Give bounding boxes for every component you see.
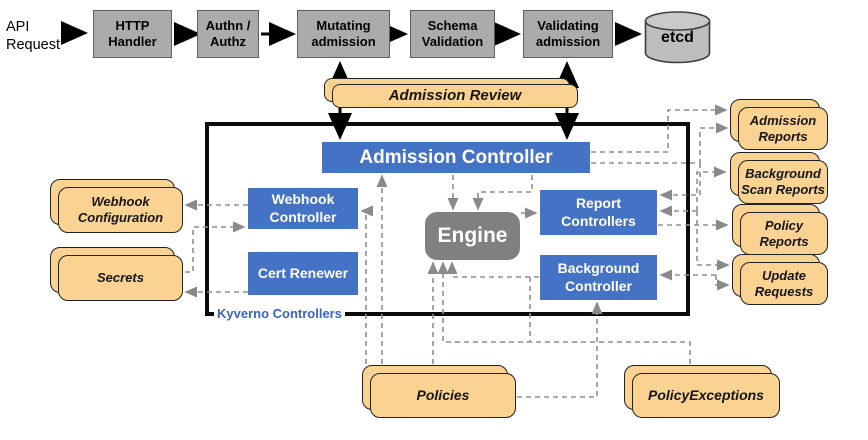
edge-to-updaterequests-top	[696, 211, 730, 271]
webhook-configuration-label: Webhook Configuration	[58, 187, 183, 233]
background-scan-reports-label: Background Scan Reports	[738, 160, 828, 204]
policy-reports-label: Policy Reports	[740, 212, 828, 255]
report-controllers-box: Report Controllers	[540, 190, 657, 235]
background-scan-reports-stack: Background Scan Reports	[730, 152, 828, 204]
admission-reports-stack: Admission Reports	[730, 99, 828, 150]
policy-exceptions-label: PolicyExceptions	[632, 373, 780, 418]
webhook-configuration-stack: Webhook Configuration	[50, 179, 183, 233]
policies-stack: Policies	[362, 365, 516, 418]
stage-mutating-admission: Mutating admission	[297, 10, 390, 58]
etcd-label: etcd	[661, 29, 694, 46]
stage-authn-authz: Authn / Authz	[197, 10, 259, 58]
admission-controller-box: Admission Controller	[322, 142, 590, 173]
admission-review-label: Admission Review	[332, 84, 578, 108]
edge-policies-to-backgroundcontroller	[517, 301, 603, 398]
api-request-label: API Request	[6, 19, 61, 54]
stage-schema-validation: Schema Validation	[410, 10, 495, 58]
edge-backgroundcontroller-to-updaterequests	[715, 275, 730, 291]
edge-to-backgroundscanreports	[696, 166, 727, 211]
admission-review-stack: Admission Review	[324, 78, 578, 108]
policies-label: Policies	[370, 373, 516, 418]
update-requests-stack: Update Requests	[732, 254, 828, 305]
policy-reports-stack: Policy Reports	[732, 204, 828, 255]
admission-reports-label: Admission Reports	[738, 107, 828, 150]
secrets-label: Secrets	[58, 255, 183, 301]
stage-http-handler: HTTP Handler	[93, 10, 172, 58]
secrets-stack: Secrets	[50, 247, 183, 301]
webhook-controller-box: Webhook Controller	[248, 188, 358, 229]
cert-renewer-box: Cert Renewer	[248, 252, 358, 295]
policy-exceptions-stack: PolicyExceptions	[624, 365, 780, 418]
kyverno-controllers-label: Kyverno Controllers	[214, 306, 345, 321]
stage-validating-admission: Validating admission	[523, 10, 613, 58]
update-requests-label: Update Requests	[740, 262, 828, 305]
engine-box: Engine	[425, 212, 520, 260]
background-controller-box: Background Controller	[540, 255, 657, 300]
